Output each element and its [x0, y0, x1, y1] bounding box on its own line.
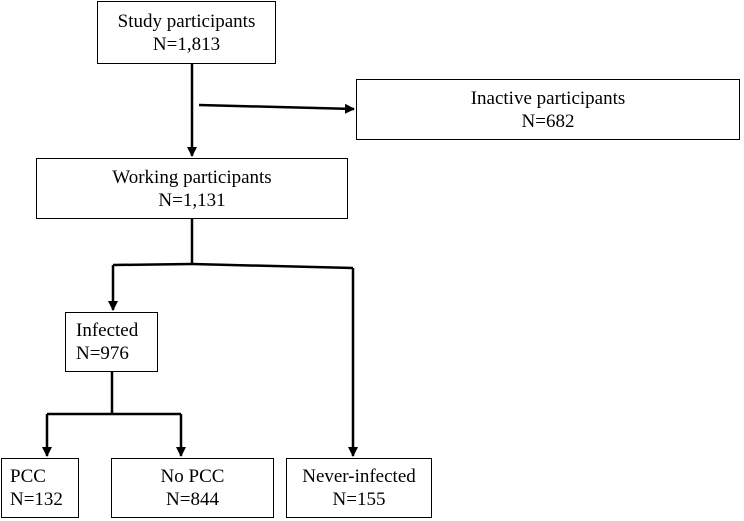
infected-box: Infected N=976 [65, 312, 158, 372]
pcc-box: PCC N=132 [1, 458, 79, 518]
never-infected-count: N=155 [332, 489, 386, 510]
connector-working-split-right [191, 262, 354, 270]
never-infected-label: Never-infected [302, 466, 416, 487]
study-participants-count: N=1,813 [152, 33, 221, 55]
working-participants-label: Working participants [112, 166, 272, 188]
pcc-label: PCC [10, 466, 46, 487]
no-pcc-label: No PCC [160, 466, 225, 487]
inactive-participants-label: Inactive participants [470, 87, 626, 109]
inactive-participants-box: Inactive participants N=682 [356, 79, 740, 140]
working-participants-count: N=1,131 [158, 189, 226, 211]
study-participants-label: Study participants [117, 10, 256, 32]
study-participants-box: Study participants N=1,813 [97, 1, 276, 64]
no-pcc-count: N=844 [166, 489, 219, 510]
connector-working-split-left [112, 262, 193, 267]
no-pcc-box: No PCC N=844 [111, 458, 274, 518]
never-infected-box: Never-infected N=155 [286, 458, 432, 518]
pcc-count: N=132 [10, 489, 63, 510]
connector-study-to-inactive [198, 103, 355, 114]
working-participants-box: Working participants N=1,131 [36, 158, 348, 219]
infected-count: N=976 [76, 343, 129, 364]
infected-label: Infected [76, 320, 139, 341]
inactive-participants-count: N=682 [521, 110, 575, 132]
